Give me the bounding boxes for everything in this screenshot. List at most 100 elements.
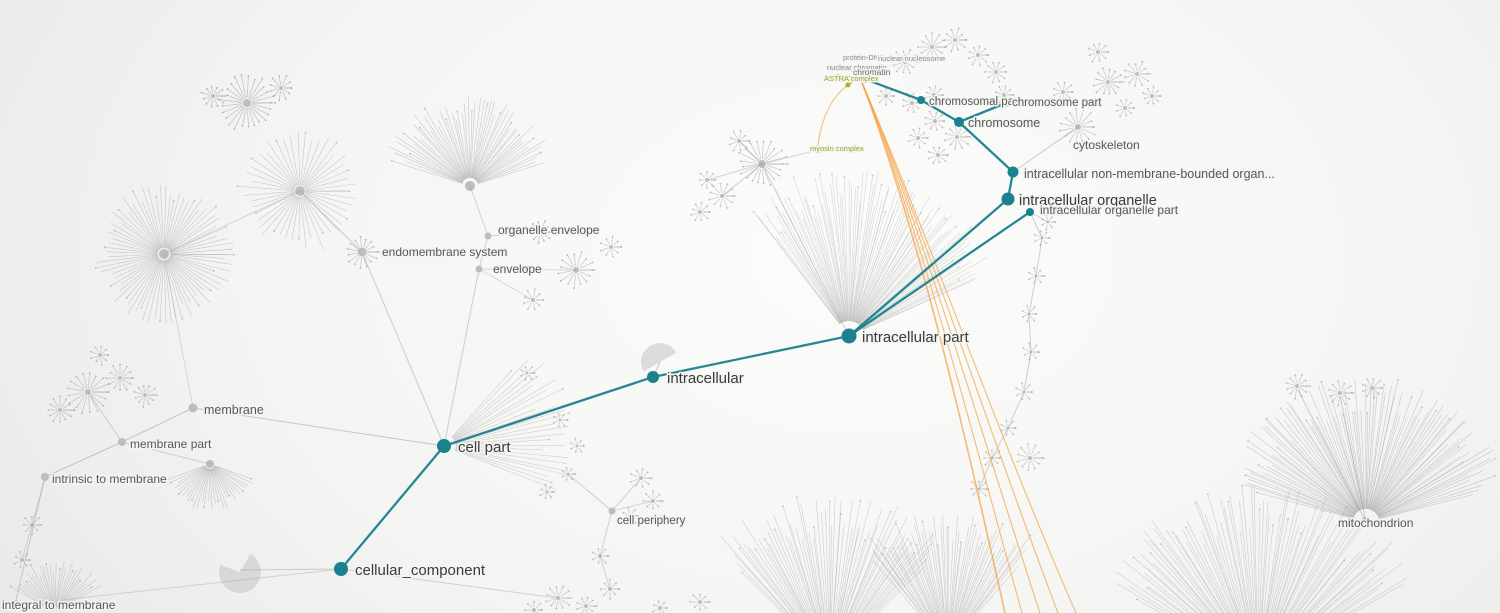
leaf-fan[interactable] xyxy=(622,506,639,525)
fan-hub-node[interactable] xyxy=(1106,80,1110,84)
leaf-fan[interactable] xyxy=(1021,305,1038,323)
fan-hub-node[interactable] xyxy=(608,587,612,591)
intracellular-node[interactable] xyxy=(647,371,659,383)
green-hit-2-node[interactable] xyxy=(835,74,841,80)
fan-hub-node[interactable] xyxy=(698,600,702,604)
term-label-myosin-complex[interactable]: myosin complex xyxy=(809,143,866,155)
fan-hub-node[interactable] xyxy=(279,86,283,90)
leaf-fan[interactable] xyxy=(599,578,621,600)
fan-hub-node[interactable] xyxy=(930,45,934,49)
organelle-envelope-node[interactable] xyxy=(484,232,492,240)
intracellular-part-node[interactable] xyxy=(841,328,857,344)
fan-hub-node[interactable] xyxy=(977,487,981,491)
fan-hub-node[interactable] xyxy=(1027,312,1031,316)
leaf-fan[interactable] xyxy=(1016,442,1045,472)
term-label-nuclear-chromatin[interactable]: nuclear chromatin xyxy=(826,62,889,74)
term-label-cell-periphery[interactable]: cell periphery xyxy=(616,514,688,529)
leaf-fan[interactable] xyxy=(967,45,990,67)
term-label-organelle-envelope[interactable]: organelle envelope xyxy=(497,222,602,239)
membrane-node[interactable] xyxy=(188,403,198,413)
leaf-fan[interactable] xyxy=(651,600,668,613)
fan-hub-node[interactable] xyxy=(159,249,169,259)
fan-hub-node[interactable] xyxy=(206,460,214,468)
leaf-fan[interactable] xyxy=(1015,382,1033,401)
fan-hub-node[interactable] xyxy=(698,210,702,214)
intracellular-organelle-part-node[interactable] xyxy=(1026,208,1034,216)
term-label-membrane[interactable]: membrane xyxy=(203,402,266,419)
fan-hub-node[interactable] xyxy=(1006,426,1010,430)
cell-part-node[interactable] xyxy=(437,439,451,453)
fan-hub-node[interactable] xyxy=(118,376,122,380)
fan-hub-node[interactable] xyxy=(1029,350,1033,354)
fan-hub-node[interactable] xyxy=(903,60,907,64)
leaf-fan[interactable] xyxy=(927,146,949,165)
fan-hub-node[interactable] xyxy=(295,186,305,196)
term-label-nuclear-nucleosome[interactable]: nuclear nucleosome xyxy=(877,53,947,65)
term-label-endomembrane-system[interactable]: endomembrane system xyxy=(381,244,509,261)
leaf-fan[interactable] xyxy=(544,585,573,610)
leaf-fan[interactable] xyxy=(1000,419,1017,436)
fan-hub-node[interactable] xyxy=(525,371,529,375)
term-label-intracellular-organelle[interactable]: intracellular organelle xyxy=(1018,192,1159,211)
leaf-fan[interactable] xyxy=(720,495,934,613)
leaf-fan[interactable] xyxy=(133,385,159,408)
fan-hub-node[interactable] xyxy=(545,490,549,494)
fan-hub-node[interactable] xyxy=(1022,390,1026,394)
chromosomal-part-node[interactable] xyxy=(917,96,925,104)
leaf-fan[interactable] xyxy=(599,235,623,258)
fan-hub-node[interactable] xyxy=(573,267,579,273)
fan-hub-node[interactable] xyxy=(531,298,535,302)
leaf-fan[interactable] xyxy=(523,288,545,311)
leaf-fan[interactable] xyxy=(869,514,1032,613)
term-label-envelope[interactable]: envelope xyxy=(492,261,544,278)
fan-hub-node[interactable] xyxy=(556,596,560,600)
fan-hub-node[interactable] xyxy=(1338,391,1342,395)
term-label-chromosome-part[interactable]: chromosome part xyxy=(1011,96,1104,111)
fan-hub-node[interactable] xyxy=(936,153,940,157)
leaf-fan[interactable] xyxy=(943,123,972,150)
fan-hub-node[interactable] xyxy=(1061,90,1065,94)
fan-hub-node[interactable] xyxy=(143,393,147,397)
fan-hub-node[interactable] xyxy=(1096,50,1100,54)
leaf-fan[interactable] xyxy=(47,395,76,423)
term-label-cell-part[interactable]: cell part xyxy=(457,438,513,458)
leaf-fan[interactable] xyxy=(1033,230,1051,246)
leaf-fan[interactable] xyxy=(528,220,551,244)
leaf-fan[interactable] xyxy=(561,466,577,481)
fan-hub-node[interactable] xyxy=(639,476,643,480)
intrinsic-to-membrane-node[interactable] xyxy=(41,473,49,481)
intracellular-organelle-node[interactable] xyxy=(1001,192,1015,206)
leaf-fan[interactable] xyxy=(523,600,543,613)
fan-hub-node[interactable] xyxy=(1135,72,1139,76)
term-label-membrane-part[interactable]: membrane part xyxy=(129,436,214,453)
leaf-fan[interactable] xyxy=(943,27,968,53)
fan-hub-node[interactable] xyxy=(1150,94,1154,98)
fan-hub-node[interactable] xyxy=(465,181,475,191)
leaf-fan[interactable] xyxy=(892,48,920,74)
fan-hub-node[interactable] xyxy=(994,70,998,74)
leaf-fan[interactable] xyxy=(984,61,1007,84)
cell-periphery-node[interactable] xyxy=(608,507,616,515)
leaf-fan[interactable] xyxy=(738,140,789,186)
leaf-fan[interactable] xyxy=(269,75,293,102)
green-hit-3-node[interactable] xyxy=(845,82,851,88)
fan-hub-node[interactable] xyxy=(1028,456,1032,460)
term-label-cellular-component[interactable]: cellular_component xyxy=(354,561,488,581)
leaf-fan[interactable] xyxy=(1092,67,1125,95)
leaf-fan[interactable] xyxy=(90,345,110,366)
fan-hub-node[interactable] xyxy=(651,499,655,503)
fan-hub-node[interactable] xyxy=(1370,386,1374,390)
fan-hub-node[interactable] xyxy=(85,389,91,395)
leaf-fan[interactable] xyxy=(104,363,134,391)
leaf-fan[interactable] xyxy=(539,483,555,500)
leaf-fan[interactable] xyxy=(388,95,546,191)
fan-hub-node[interactable] xyxy=(737,139,741,143)
leaf-fan[interactable] xyxy=(557,251,596,290)
leaf-fan[interactable] xyxy=(200,85,226,108)
term-label-intrinsic-to-membrane[interactable]: intrinsic to membrane xyxy=(51,471,169,488)
leaf-fan[interactable] xyxy=(552,412,569,428)
leaf-fan[interactable] xyxy=(1285,374,1312,400)
leaf-fan[interactable] xyxy=(1328,380,1355,407)
leaf-fan[interactable] xyxy=(236,131,356,250)
